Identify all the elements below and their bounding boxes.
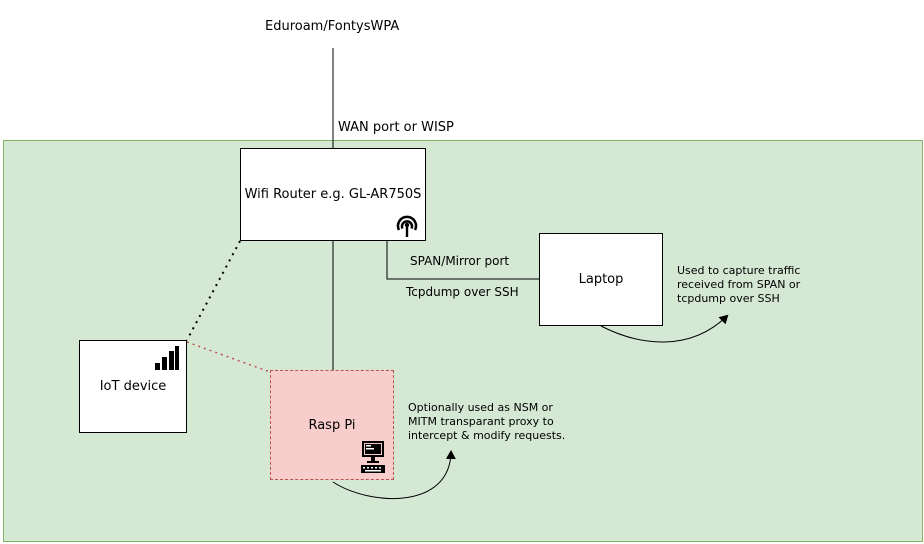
laptop-node[interactable]: Laptop [539,233,663,326]
wifi-antenna-icon [396,215,418,237]
span-label: SPAN/Mirror port [410,254,510,268]
pi-note: Optionally used as NSM or MITM transpara… [408,401,566,442]
wan-label: WAN port or WISP [338,120,454,135]
iot-pi-dotted-line [186,341,271,373]
router-iot-wireless-line [186,240,241,341]
laptop-label: Laptop [578,272,624,287]
iot-label: IoT device [99,379,167,394]
wifi-router-node[interactable]: Wifi Router e.g. GL-AR750S [240,148,426,241]
laptop-note-arrow [600,314,729,343]
network-label: Eduroam/FontysWPA [265,19,400,34]
router-laptop-line [386,241,539,280]
router-label: Wifi Router e.g. GL-AR750S [244,187,422,202]
iot-device-node[interactable]: IoT device [79,340,187,433]
signal-bars-icon [155,346,179,370]
tcpdump-label: Tcpdump over SSH [406,285,519,299]
laptop-note: Used to capture traffic received from SP… [677,264,801,305]
pi-note-arrow [332,450,456,500]
desktop-keyboard-icon [361,441,385,473]
pi-label: Rasp Pi [308,417,356,433]
